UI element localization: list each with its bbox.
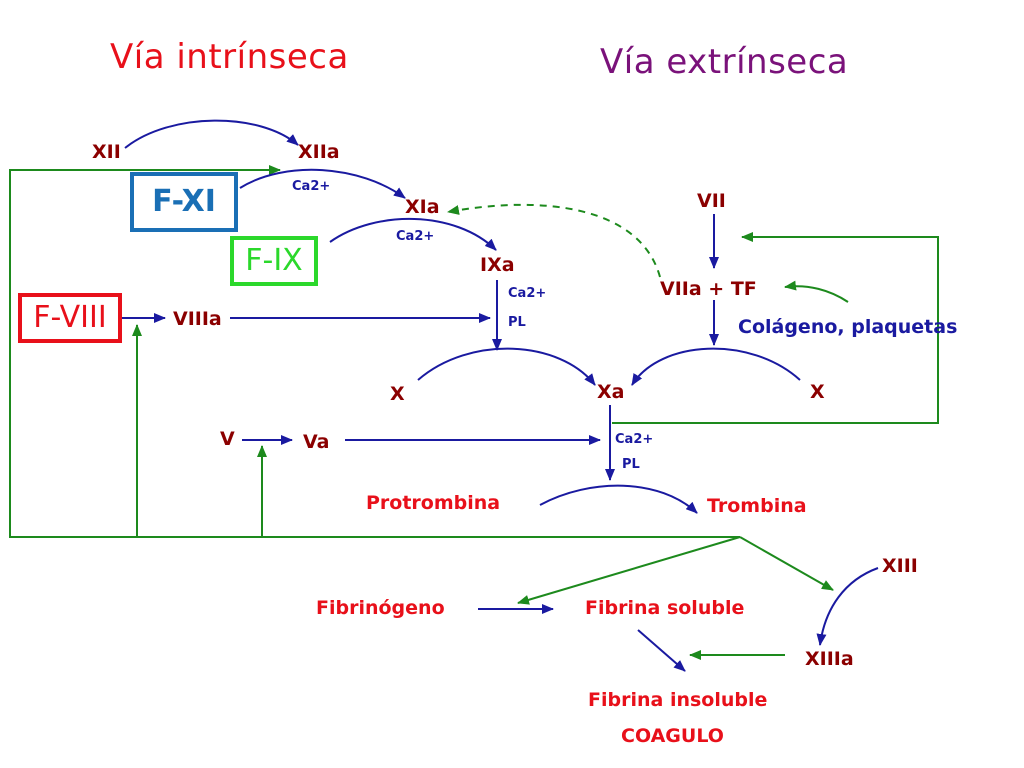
factor-xi-box: F-XI	[130, 172, 238, 232]
intrinsic-pathway-title: Vía intrínseca	[110, 37, 349, 77]
factor-xia-label: XIa	[405, 196, 440, 218]
extrinsic-pathway-title: Vía extrínseca	[600, 42, 849, 82]
factor-va-label: Va	[303, 431, 330, 453]
factor-xii-label: XII	[92, 141, 121, 163]
x-left-to-xa-arc	[417, 347, 596, 386]
x-right-to-xa-arc	[631, 347, 801, 386]
thrombin-feedback-lines	[9, 165, 939, 660]
pl-label-xa-upper: PL	[508, 315, 526, 330]
cascade-arrows	[122, 119, 879, 672]
colageno-plaquetas-label: Colágeno, plaquetas	[738, 316, 958, 338]
factor-viia-tf-label: VIIa + TF	[660, 278, 757, 300]
pl-label-xa-lower: PL	[622, 457, 640, 472]
coagulo-label: COAGULO	[621, 725, 724, 747]
factor-x-right-label: X	[810, 381, 825, 403]
viia-to-xia-dashed-arrow	[447, 203, 661, 278]
factor-vii-label: VII	[697, 190, 726, 212]
protrombina-to-trombina-arc	[539, 484, 698, 514]
factor-v-label: V	[220, 428, 235, 450]
ca-label-xa-lower: Ca2+	[615, 432, 654, 447]
xia-to-ixa-arc	[329, 218, 497, 251]
fibrina-insoluble-label: Fibrina insoluble	[588, 689, 768, 711]
thrombin-to-xiia-feedback-line	[9, 165, 740, 538]
soluble-to-insoluble-arrow	[637, 629, 686, 672]
factor-xiiia-label: XIIIa	[805, 648, 854, 670]
fibrina-soluble-label: Fibrina soluble	[585, 597, 745, 619]
factor-xa-label: Xa	[597, 381, 625, 403]
ca-label-ixa: Ca2+	[396, 229, 435, 244]
collagen-to-viia-tf-arrow	[784, 280, 849, 303]
trombina-to-xiii-arrow	[739, 536, 834, 591]
factor-x-left-label: X	[390, 383, 405, 405]
ca-label-xia: Ca2+	[292, 179, 331, 194]
protrombina-label: Protrombina	[366, 492, 501, 514]
factor-viiia-label: VIIIa	[173, 308, 222, 330]
ca-label-xa-upper: Ca2+	[508, 286, 547, 301]
trombina-to-fibrinogeno-arrow	[517, 536, 741, 605]
xii-to-xiia-arc	[124, 119, 299, 149]
xiia-to-xia-arc	[239, 168, 406, 199]
factor-ix-box: F-IX	[230, 236, 318, 286]
factor-ixa-label: IXa	[480, 254, 515, 276]
factor-xiii-label: XIII	[882, 555, 918, 577]
factor-xiia-label: XIIa	[298, 141, 340, 163]
xa-to-vii-feedback-line	[612, 232, 939, 424]
fibrinogeno-label: Fibrinógeno	[316, 597, 445, 619]
factor-viii-box: F-VIII	[18, 293, 122, 343]
trombina-label: Trombina	[707, 495, 807, 517]
xiii-to-xiiia-arc	[816, 567, 879, 646]
